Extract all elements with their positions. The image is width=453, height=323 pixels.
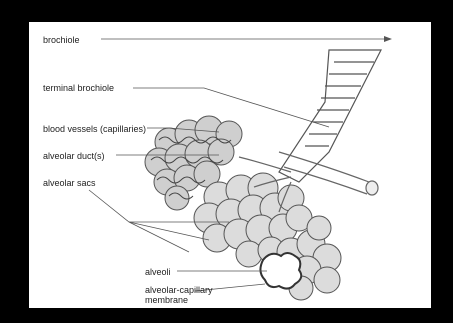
label-alveolar-ducts: alveolar duct(s) <box>43 151 105 161</box>
alveoli-illustration <box>29 22 431 308</box>
label-terminal-brochiole: terminal brochiole <box>43 83 114 93</box>
label-brochiole: brochiole <box>43 35 80 45</box>
diagram-panel: brochiole terminal brochiole blood vesse… <box>29 22 431 308</box>
label-blood-vessels: blood vessels (capillaries) <box>43 124 146 134</box>
label-membrane-line1: alveolar-capillary <box>145 285 213 295</box>
label-alveolar-sacs: alveolar sacs <box>43 178 96 188</box>
label-membrane-line2: membrane <box>145 295 188 305</box>
label-alveoli: alveoli <box>145 267 171 277</box>
